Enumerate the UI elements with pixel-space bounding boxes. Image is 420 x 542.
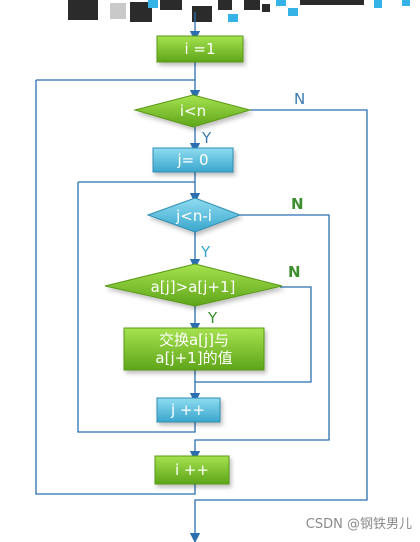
inner-no-label: N <box>291 195 304 213</box>
inner-loop-condition-label: j<n-i <box>175 207 212 225</box>
compare-no-label: N <box>288 263 301 281</box>
init-step: i =1 <box>156 35 244 63</box>
increment-i-step-label: i ++ <box>175 461 209 479</box>
compare-yes-label: Y <box>207 309 218 327</box>
header-decoration <box>68 0 410 22</box>
increment-j-step-label: j ++ <box>170 401 205 419</box>
increment-j-step: j ++ <box>156 397 221 423</box>
outer-loop-condition-label: i<n <box>180 102 206 120</box>
set-j-step: j= 0 <box>152 147 234 173</box>
watermark: CSDN @钢铁男儿 <box>305 517 412 532</box>
swap-step-label-line1: 交换a[j]与 <box>159 331 229 349</box>
outer-no-label: N <box>294 90 305 108</box>
compare-condition-label: a[j]>a[j+1] <box>151 278 236 296</box>
inner-loop-condition: j<n-i <box>146 197 242 233</box>
set-j-step-label: j= 0 <box>176 151 208 169</box>
outer-yes-label: Y <box>201 129 212 147</box>
swap-step-label-line2: a[j+1]的值 <box>155 349 232 367</box>
swap-step: 交换a[j]与 a[j+1]的值 <box>123 327 265 371</box>
compare-condition: a[j]>a[j+1] <box>104 263 283 307</box>
inner-yes-label: Y <box>200 243 211 261</box>
outer-loop-condition: i<n <box>133 94 252 128</box>
connectors <box>35 12 368 542</box>
increment-i-step: i ++ <box>154 455 230 485</box>
init-step-label: i =1 <box>184 40 215 58</box>
